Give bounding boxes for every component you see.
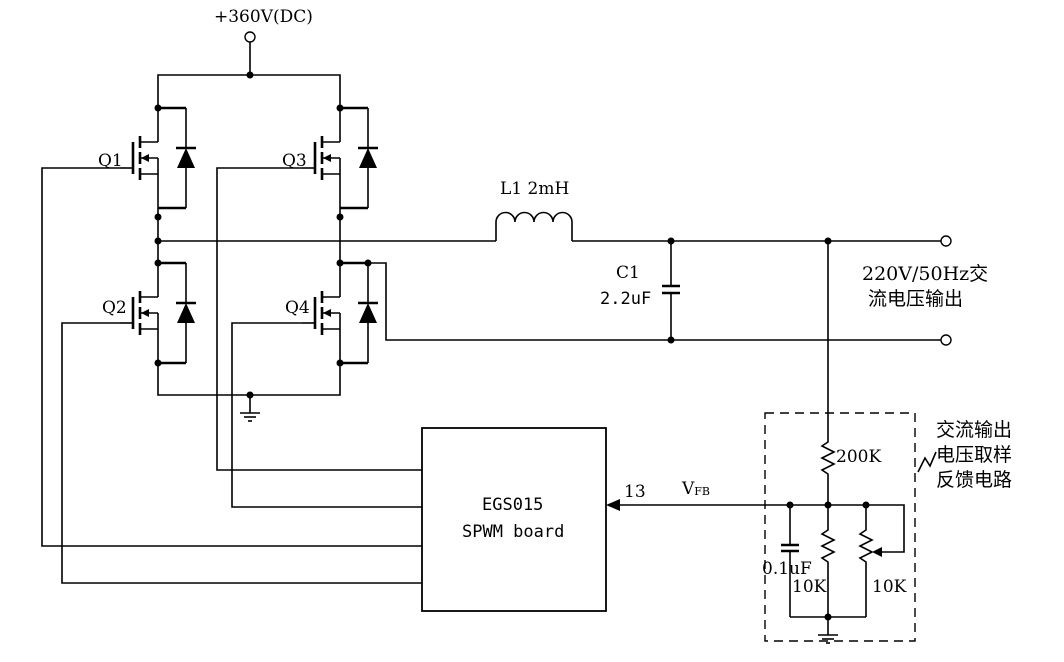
supply-label: +360V(DC) — [214, 7, 313, 27]
output-terminal-top — [940, 235, 952, 247]
supply-terminal — [244, 31, 256, 43]
board-pin-label: 13 — [624, 482, 646, 502]
board-type: SPWM board — [462, 522, 564, 542]
feedback-circuit-box — [764, 412, 916, 642]
cap-0.1uf-label: 0.1uF — [762, 559, 812, 579]
resistor-10k-trimmer — [858, 505, 874, 617]
q3-label: Q3 — [282, 151, 307, 171]
inductor-l1 — [495, 211, 573, 241]
inductor-label: L1 2mH — [500, 179, 569, 199]
board-name: EGS015 — [482, 495, 543, 515]
spwm-board — [421, 427, 607, 612]
c1-value: 2.2uF — [600, 289, 651, 309]
feedback-title-line3: 反馈电路 — [936, 469, 1012, 491]
vfb-label: VFB — [681, 479, 710, 499]
transistor-q2 — [118, 261, 198, 365]
resistor-10k-fixed — [820, 505, 836, 617]
q4-label: Q4 — [285, 298, 310, 318]
output-terminal-bottom — [940, 334, 952, 346]
transistor-q3 — [300, 106, 380, 210]
transistor-q4 — [300, 261, 380, 365]
q1-label: Q1 — [98, 151, 123, 171]
r200k-label: 200K — [836, 447, 881, 467]
r10k-fixed-label: 10K — [792, 577, 827, 597]
resistor-200k — [820, 437, 836, 505]
r10k-trimmer-label: 10K — [872, 577, 907, 597]
feedback-arrow — [606, 499, 620, 511]
q2-label: Q2 — [102, 298, 127, 318]
ground-symbol-bridge — [239, 394, 261, 422]
annotation-pointer — [917, 451, 937, 473]
output-label-line1: 220V/50Hz交 — [862, 263, 988, 285]
feedback-title-line1: 交流输出 — [936, 419, 1012, 441]
feedback-title-line2: 电压取样 — [936, 444, 1012, 466]
transistor-q1 — [118, 106, 198, 210]
c1-name: C1 — [616, 263, 640, 283]
ground-symbol-feedback — [817, 616, 839, 644]
output-label-line2: 流电压输出 — [868, 288, 963, 310]
